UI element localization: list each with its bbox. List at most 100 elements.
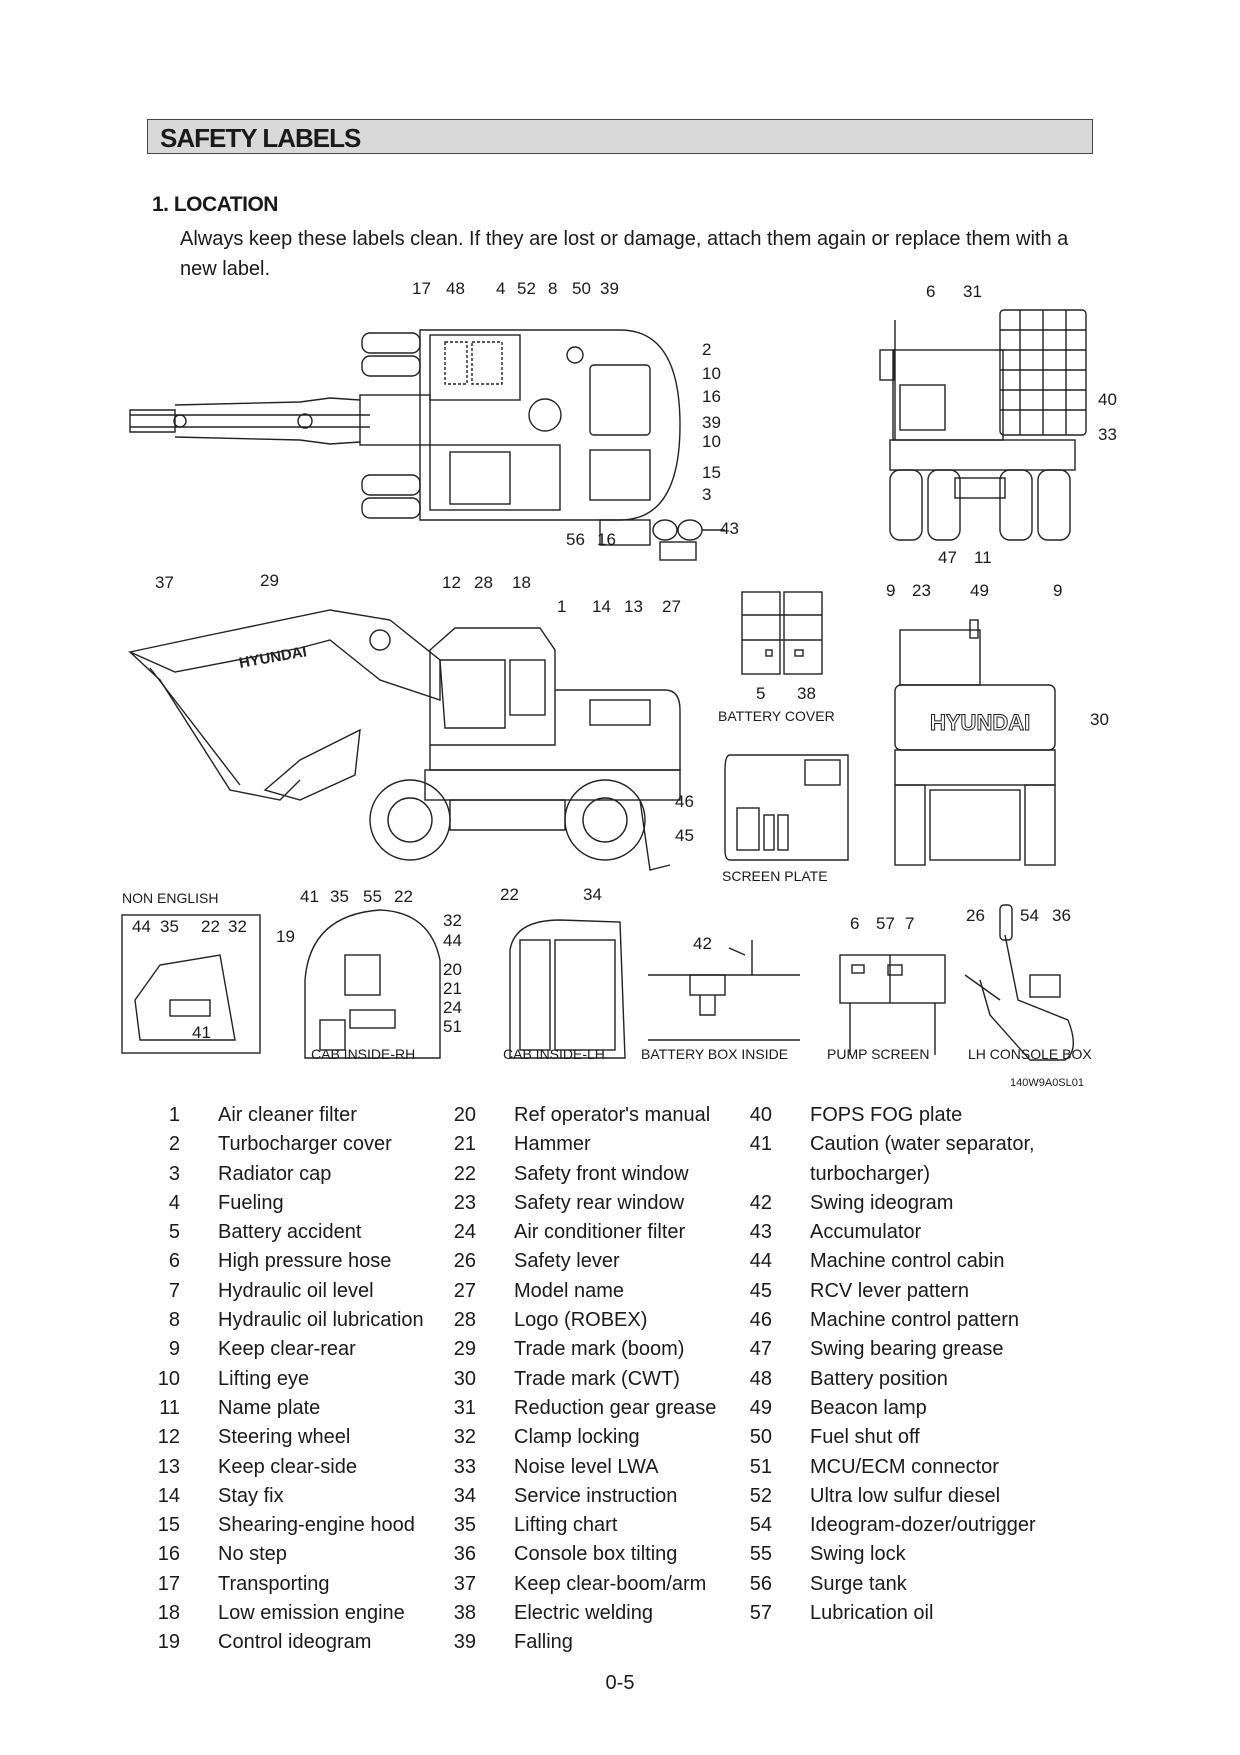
- legend-item-text: Swing ideogram: [810, 1191, 954, 1214]
- legend-item-number: 23: [453, 1191, 476, 1214]
- legend-item-text: Beacon lamp: [810, 1396, 927, 1419]
- legend-item-number: 39: [453, 1631, 476, 1654]
- excavator-label-location-diagram: HYUNDAI HYUNDAI: [121, 309, 1087, 1061]
- legend-item-number: 35: [453, 1514, 476, 1537]
- legend-item-number: 17: [157, 1572, 180, 1595]
- callout-54: 54: [1020, 906, 1039, 925]
- legend-item-text: Keep clear-side: [218, 1455, 357, 1478]
- legend-item-text: Keep clear-rear: [218, 1338, 356, 1361]
- legend-item: 13 Keep clear-side: [152, 1456, 462, 1485]
- legend-item-number: 43: [749, 1221, 772, 1244]
- legend-item-number: 24: [453, 1221, 476, 1244]
- callout-10: 10: [702, 364, 721, 383]
- legend-item-text: High pressure hose: [218, 1250, 392, 1273]
- legend-item-number: 13: [157, 1455, 180, 1478]
- callout-55: 55: [363, 887, 382, 906]
- callout-36: 36: [1052, 906, 1071, 925]
- callout-1: 1: [557, 597, 567, 616]
- legend-item-number: 41: [749, 1133, 772, 1156]
- callout-38: 38: [797, 684, 816, 703]
- callout-42: 42: [693, 934, 712, 953]
- callout-30: 30: [1090, 710, 1109, 729]
- legend-item-text: Service instruction: [514, 1484, 678, 1507]
- legend-item-text: Lubrication oil: [810, 1602, 934, 1625]
- legend-item-text: RCV lever pattern: [810, 1279, 969, 1302]
- figure-code: 140W9A0SL01: [1010, 1077, 1084, 1089]
- cab-inside-lh-drawing: [509, 919, 626, 1059]
- boom-brand-mark: HYUNDAI: [238, 643, 308, 672]
- callout-9b: 9: [1053, 581, 1063, 600]
- legend-item-number: 38: [453, 1602, 476, 1625]
- rear-view-drawing: HYUNDAI: [894, 619, 1056, 866]
- legend-item-number: 8: [168, 1309, 180, 1332]
- legend-item-number: 1: [168, 1104, 180, 1126]
- callout-39: 39: [600, 279, 619, 298]
- legend-item-number: 12: [157, 1426, 180, 1449]
- callout-31: 31: [963, 282, 982, 301]
- legend-item-text: Machine control cabin: [810, 1250, 1005, 1273]
- callout-26: 26: [966, 906, 985, 925]
- legend-item-text: Name plate: [218, 1396, 321, 1419]
- callout-56: 56: [566, 530, 585, 549]
- legend-item-number: 14: [157, 1484, 180, 1507]
- caption-lh-console-box: LH CONSOLE BOX: [968, 1046, 1092, 1062]
- legend-item-number: 18: [157, 1602, 180, 1625]
- callout-19: 19: [276, 927, 295, 946]
- callout-22b: 22: [394, 887, 413, 906]
- battery-box-inside-drawing: [648, 940, 800, 1041]
- battery-cover-drawing: [741, 591, 823, 675]
- section-title: 1. LOCATION: [152, 193, 278, 216]
- callout-33: 33: [1098, 425, 1117, 444]
- callout-43: 43: [720, 519, 739, 538]
- legend-item-number: 21: [453, 1133, 476, 1156]
- legend-item-number: 28: [453, 1309, 476, 1332]
- legend-item-text: Safety rear window: [514, 1191, 685, 1214]
- callout-12: 12: [442, 573, 461, 592]
- caption-non-english: NON ENGLISH: [122, 890, 219, 906]
- legend-item-text: Logo (ROBEX): [514, 1309, 648, 1332]
- callout-16b: 16: [597, 530, 616, 549]
- legend-item-number: 9: [168, 1338, 180, 1361]
- legend-item-text: Swing lock: [810, 1543, 906, 1566]
- legend-item-number: 22: [453, 1162, 476, 1185]
- pump-screen-drawing: [839, 954, 946, 1055]
- legend-item-text: Safety lever: [514, 1250, 620, 1273]
- callout-6: 6: [926, 282, 936, 301]
- legend-item-number: 32: [453, 1426, 476, 1449]
- callout-46: 46: [675, 792, 694, 811]
- caption-cab-inside-lh: CAB INSIDE-LH: [503, 1046, 605, 1062]
- legend-item-text: Trade mark (boom): [514, 1338, 685, 1361]
- callout-24: 24: [443, 998, 462, 1017]
- legend-item: 9 Keep clear-rear: [152, 1338, 462, 1367]
- legend-item-text: Control ideogram: [218, 1631, 372, 1654]
- cab-inside-rh-drawing: [304, 909, 441, 1059]
- callout-45: 45: [675, 826, 694, 845]
- legend-item-text: Lifting chart: [514, 1514, 618, 1537]
